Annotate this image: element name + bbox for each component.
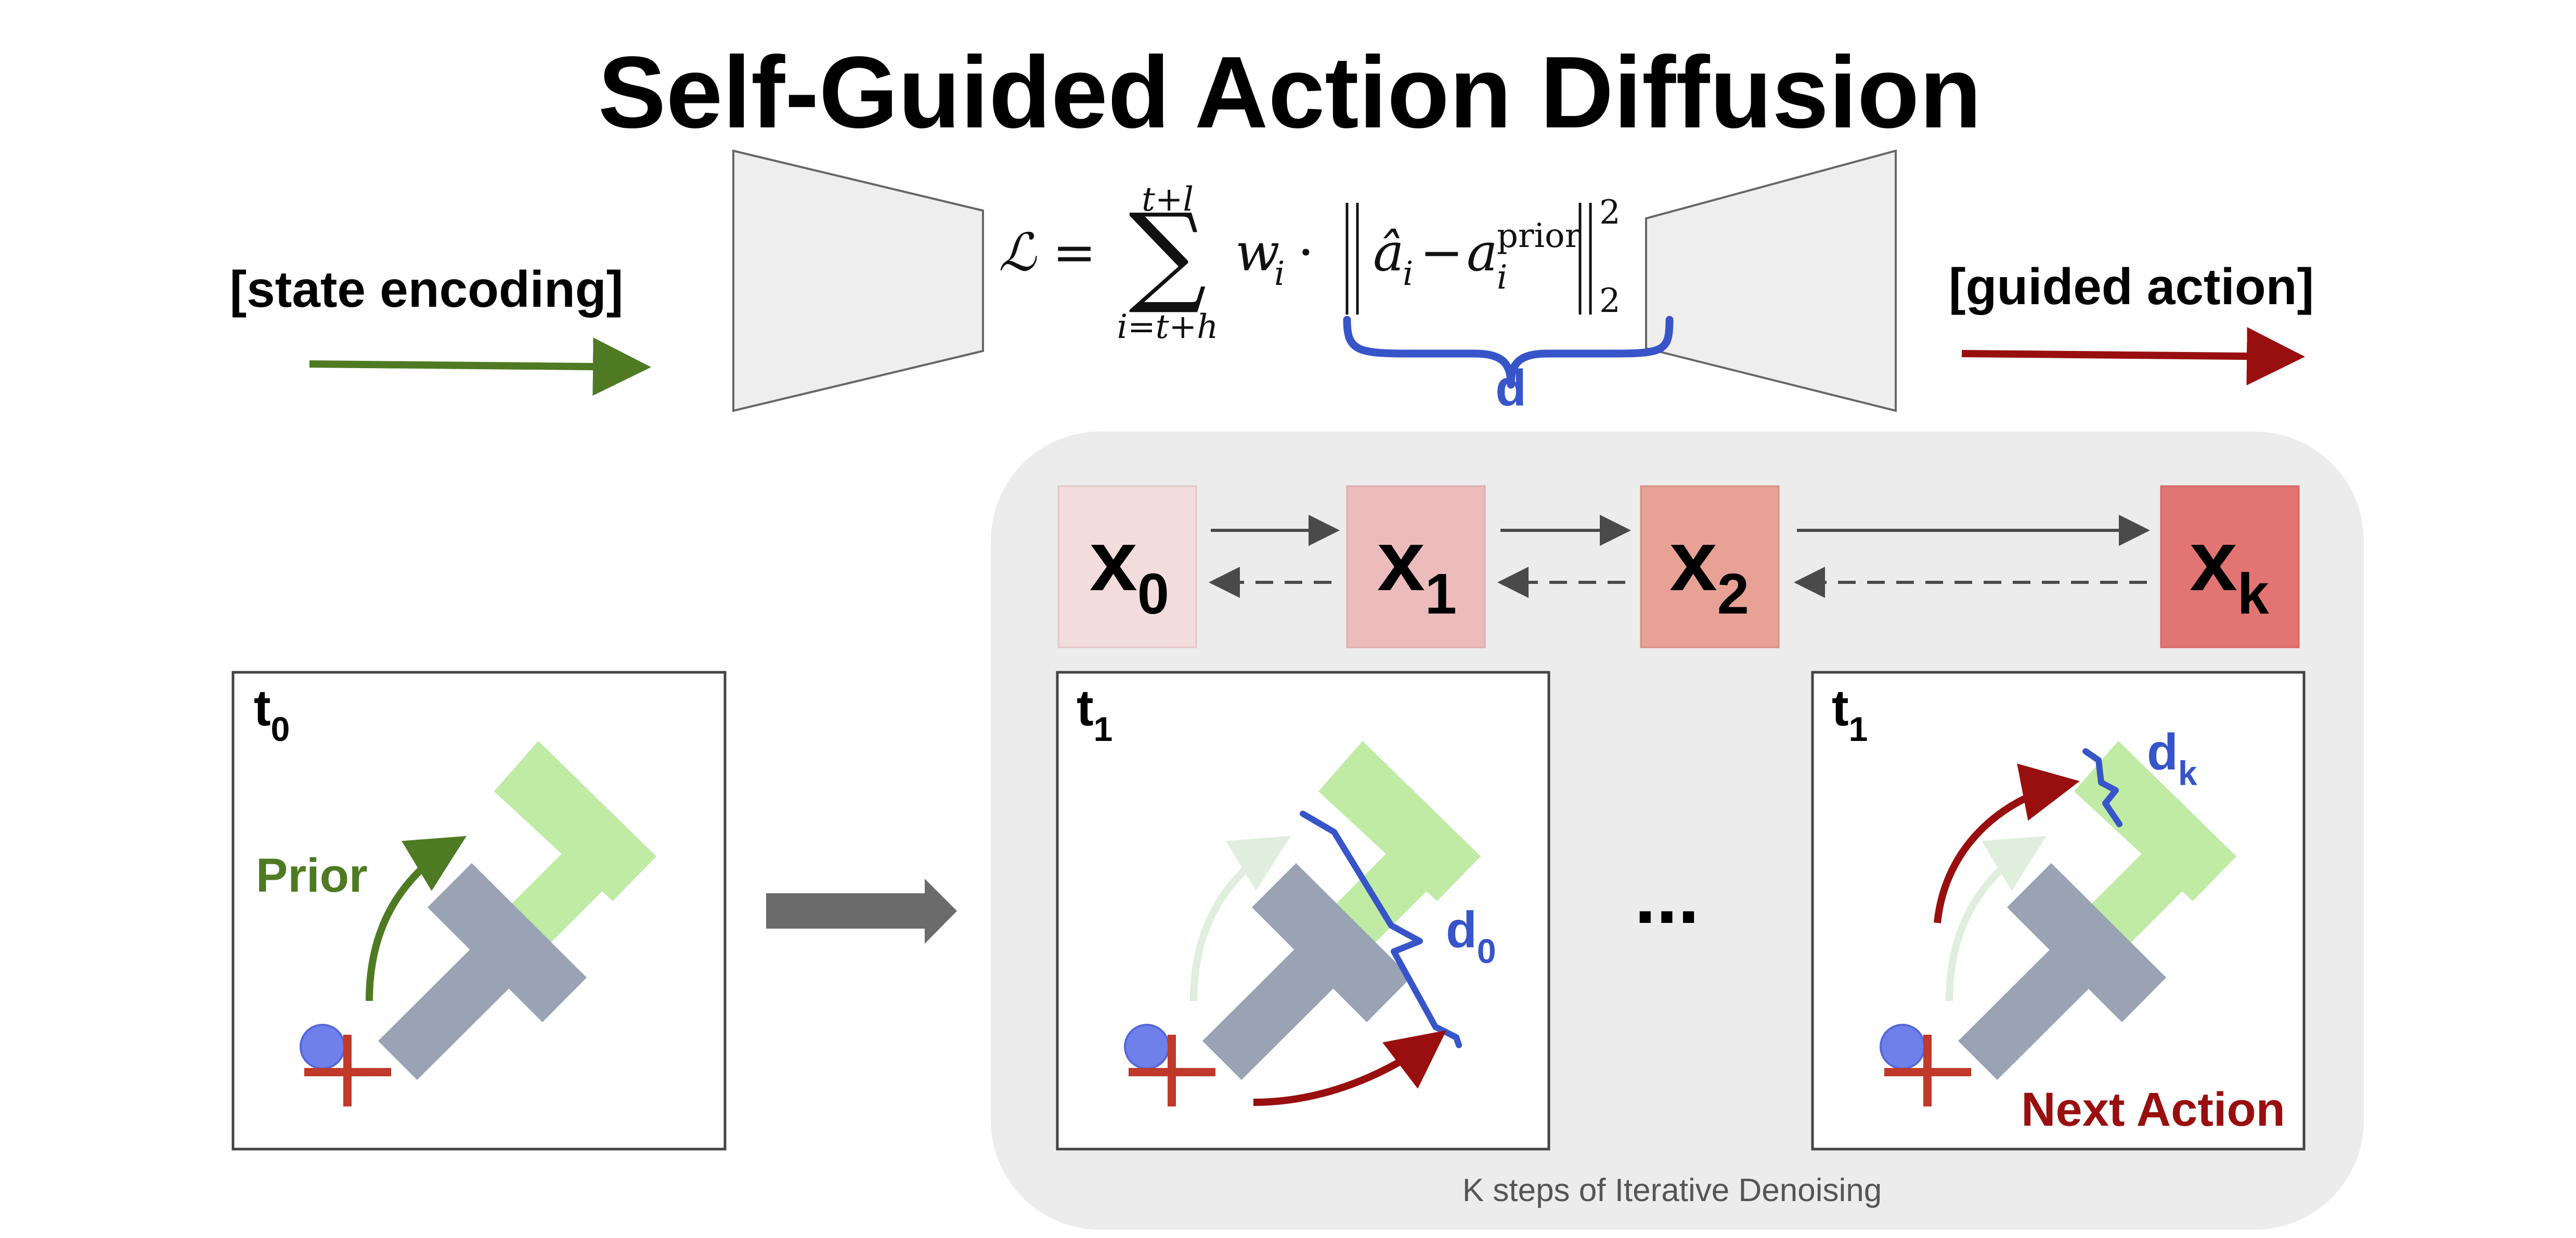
norm-subscript: 2 bbox=[1599, 282, 1621, 320]
goal-plus-icon bbox=[1884, 1035, 1971, 1106]
guided-action-label: [guided action] bbox=[1949, 258, 2314, 315]
a-hat-subscript: i bbox=[1403, 255, 1413, 293]
summation-bottom: i=t+h bbox=[1117, 308, 1219, 346]
a-prior-subscript: i bbox=[1497, 258, 1507, 297]
goal-plus-icon bbox=[1129, 1035, 1215, 1106]
panel-t1-first: t1 d0 bbox=[1056, 671, 1550, 1151]
denoise-node-x2 bbox=[1640, 485, 1780, 648]
panel-t0: t0 Prior bbox=[231, 671, 727, 1151]
denoising-caption: K steps of Iterative Denoising bbox=[1462, 1172, 1882, 1208]
distance-brace-d0 bbox=[1300, 811, 1462, 1048]
agent-dot bbox=[1880, 1024, 1925, 1070]
action-arrow bbox=[1934, 763, 2080, 923]
panel-t1-final-label: t1 bbox=[1832, 679, 1868, 748]
summation-symbol: ∑ bbox=[1129, 190, 1207, 317]
panel-t1-final: t1 dk Next Action bbox=[1811, 671, 2306, 1151]
encoder-trapezoid bbox=[732, 149, 984, 412]
denoise-node-x1-label: x1 bbox=[1377, 513, 1457, 626]
denoise-node-xk bbox=[2160, 485, 2300, 648]
panel-t1-first-label: t1 bbox=[1077, 679, 1112, 748]
distance-dk-label: dk bbox=[2147, 723, 2197, 792]
summation-top: t+l bbox=[1142, 180, 1194, 219]
distance-brace-top bbox=[1343, 316, 1674, 389]
faded-prior-arrow bbox=[1190, 836, 1291, 1001]
ellipsis: ... bbox=[1634, 852, 1699, 940]
page-title: Self-Guided Action Diffusion bbox=[598, 35, 1982, 149]
distance-d0-label: d0 bbox=[1446, 901, 1496, 970]
denoise-node-x2-label: x2 bbox=[1669, 513, 1749, 626]
loss-formula: ℒ = t+l ∑ i=t+h w i · â i − a prior i 2 … bbox=[999, 180, 1621, 346]
faded-prior-arrow bbox=[1946, 836, 2047, 1001]
guided-action-arrow bbox=[1961, 327, 2305, 386]
t-block-current-stem bbox=[1202, 920, 1363, 1080]
goal-plus-icon bbox=[304, 1035, 391, 1106]
denoise-node-x1 bbox=[1346, 485, 1486, 648]
multiply-dot: · bbox=[1298, 222, 1314, 283]
weight-symbol: w bbox=[1235, 222, 1280, 283]
a-prior-superscript: prior bbox=[1497, 217, 1581, 255]
decoder-trapezoid bbox=[1645, 149, 1897, 412]
agent-dot bbox=[300, 1024, 345, 1070]
state-encoding-arrow bbox=[309, 337, 651, 396]
minus-sign: − bbox=[1420, 222, 1464, 283]
a-prior-symbol: a bbox=[1467, 222, 1498, 283]
prior-arrow bbox=[366, 836, 467, 1001]
weight-subscript: i bbox=[1274, 255, 1285, 293]
denoise-node-xk-label: xk bbox=[2190, 513, 2270, 626]
loss-formula-lhs: ℒ = bbox=[999, 222, 1096, 283]
panel-t0-label: t0 bbox=[254, 679, 290, 748]
denoise-node-x0 bbox=[1057, 485, 1197, 648]
agent-dot bbox=[1124, 1024, 1170, 1070]
next-action-label: Next Action bbox=[2021, 1083, 2285, 1136]
t-block-current-stem bbox=[1958, 920, 2118, 1080]
denoise-chain: x0 x1 x2 xk bbox=[1057, 485, 2300, 648]
state-encoding-label: [state encoding] bbox=[230, 260, 624, 318]
denoise-node-x0-label: x0 bbox=[1090, 513, 1169, 626]
transition-arrow bbox=[766, 879, 957, 944]
prior-label: Prior bbox=[256, 849, 368, 902]
norm-superscript: 2 bbox=[1599, 193, 1621, 232]
t-block-current-stem bbox=[378, 920, 538, 1080]
action-arrow bbox=[1253, 1030, 1447, 1106]
distance-brace-dk bbox=[2082, 748, 2122, 827]
a-hat-symbol: â bbox=[1373, 222, 1404, 283]
distance-label-d: d bbox=[1495, 359, 1526, 416]
